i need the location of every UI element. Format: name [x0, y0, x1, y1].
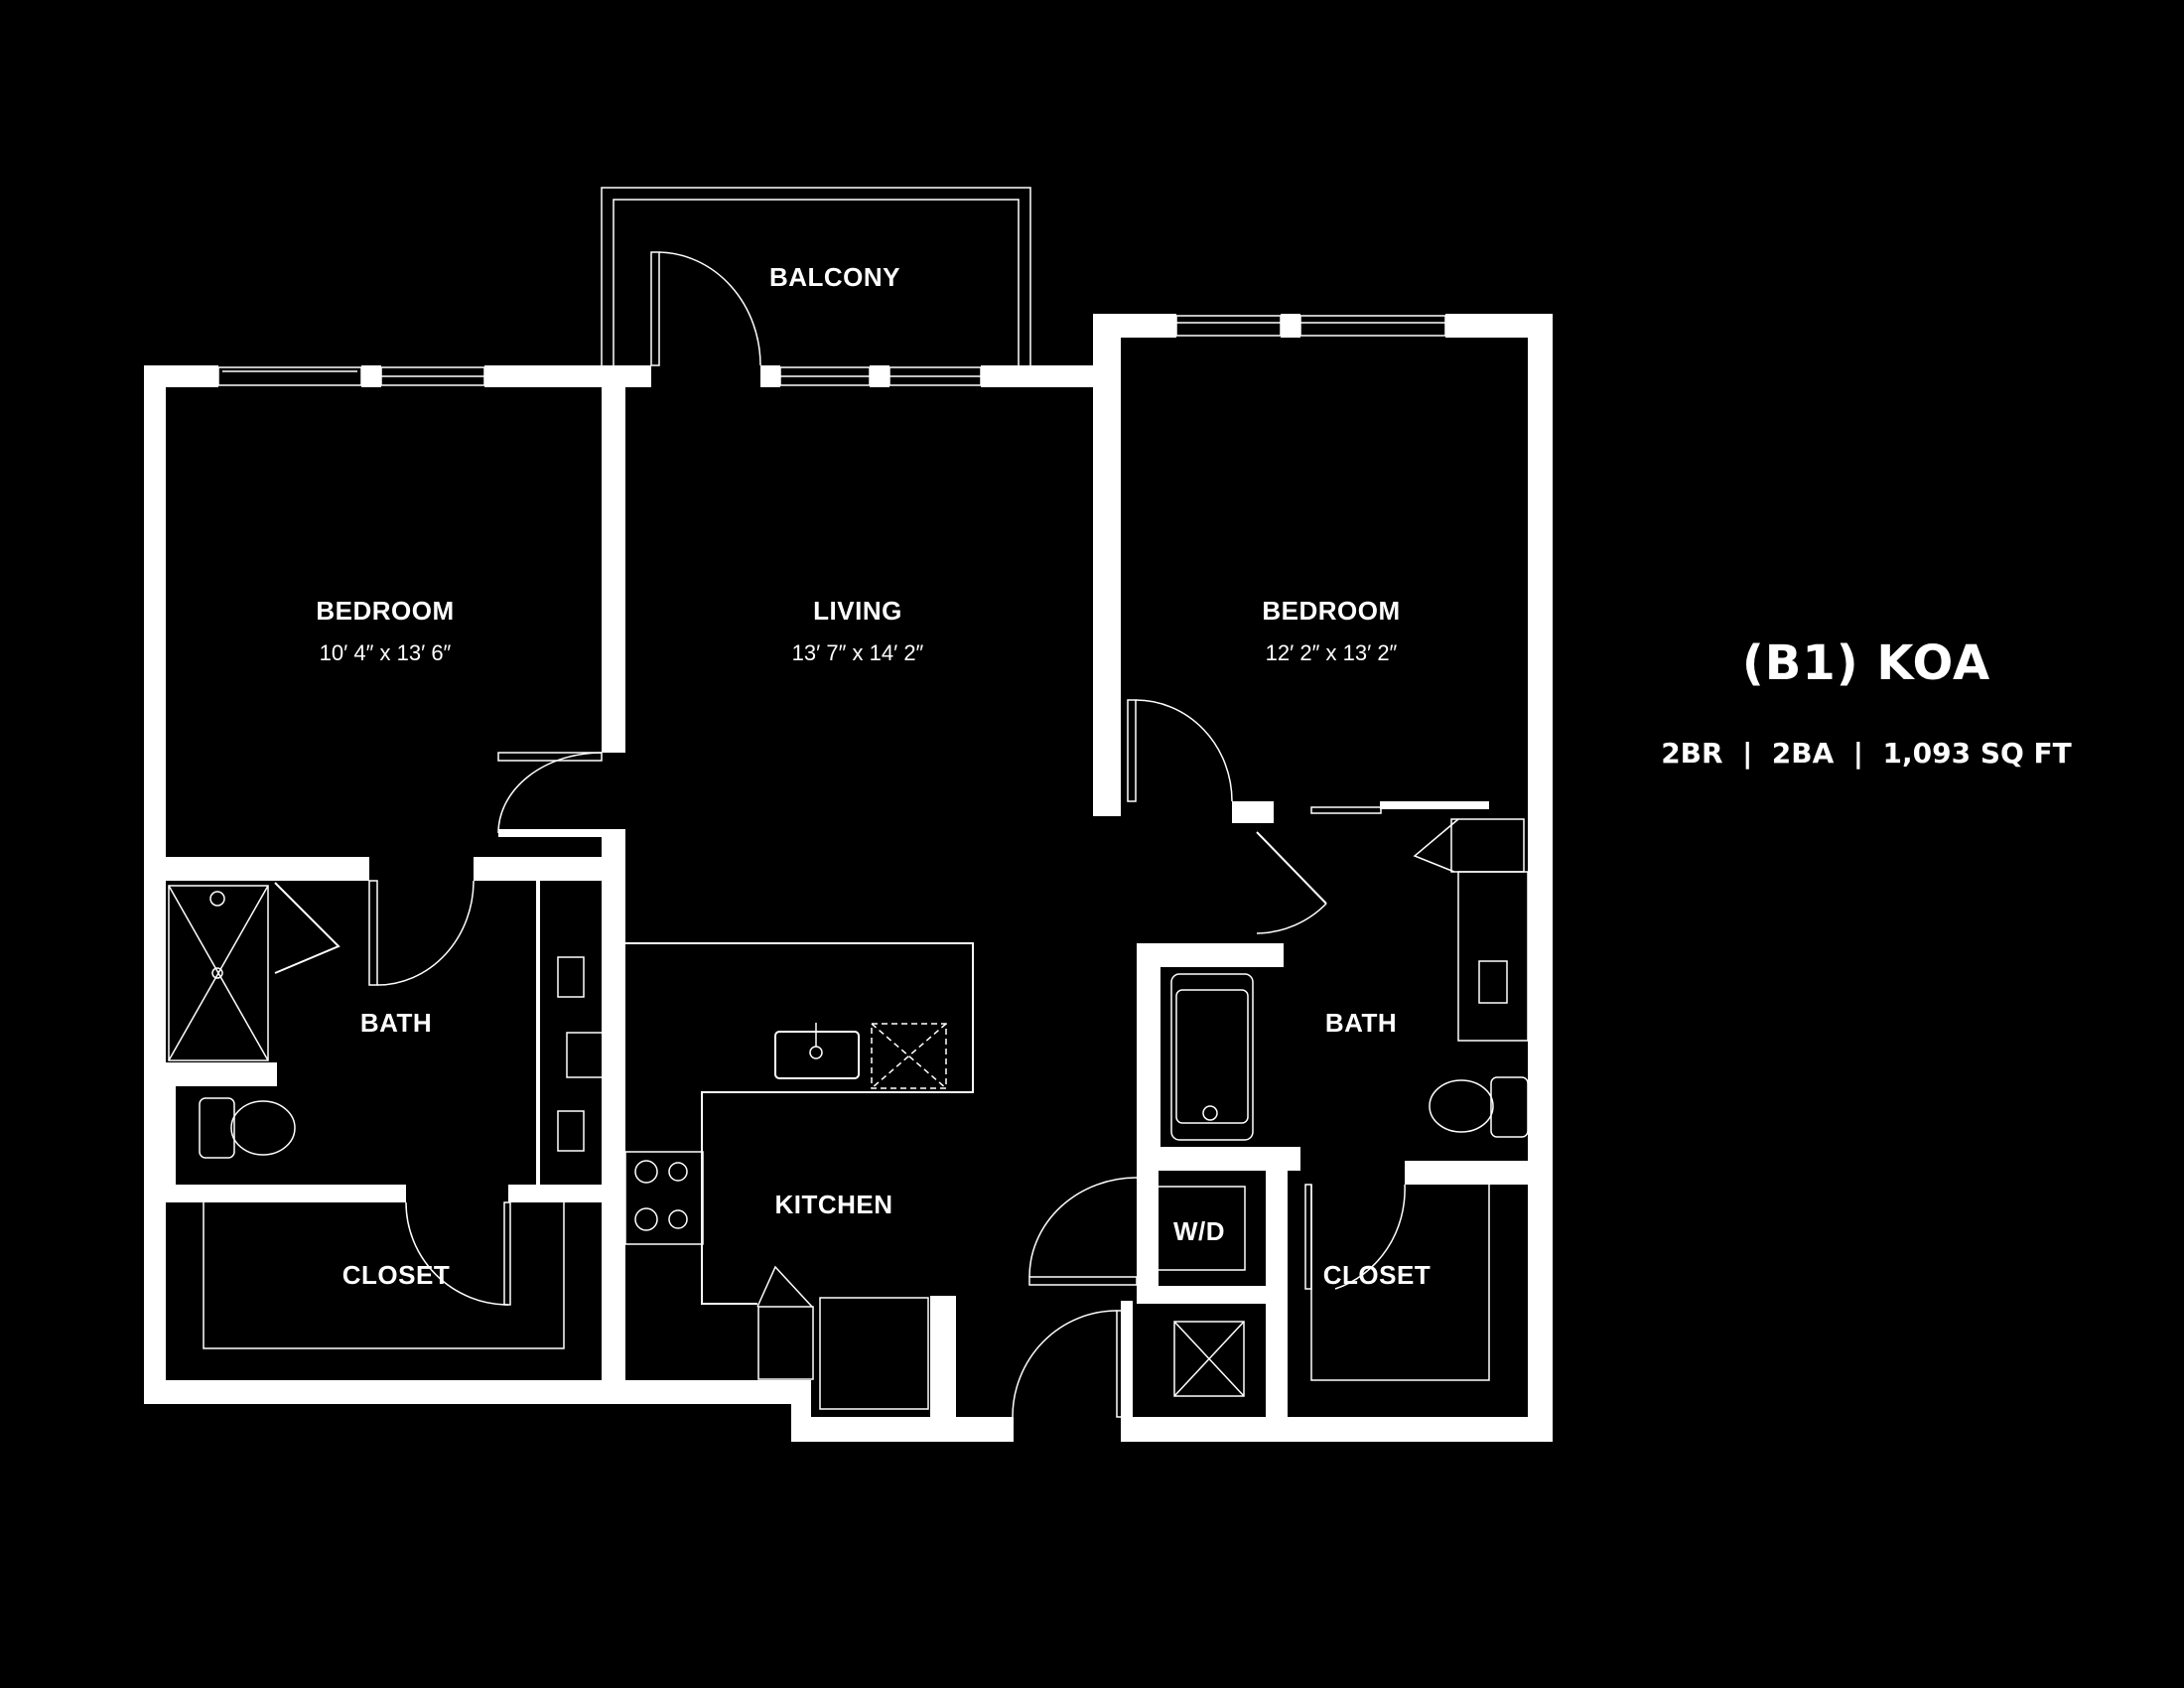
sink-icon	[557, 1110, 585, 1152]
door-swing-icon	[1135, 699, 1233, 802]
kitchen-fixtures	[624, 942, 974, 1410]
linen-cabinet-icon	[1450, 818, 1525, 873]
window	[217, 366, 362, 386]
kitchen-counter	[625, 942, 974, 1305]
bedroom-right-label: BEDROOM	[1262, 596, 1400, 626]
bath-right-label: BATH	[1325, 1008, 1397, 1038]
closet-right-label: CLOSET	[1323, 1260, 1431, 1290]
balcony-door[interactable]	[650, 251, 660, 366]
pantry-icon	[756, 1265, 814, 1380]
range-icon	[624, 1151, 704, 1245]
door-swing-icon	[1256, 903, 1327, 934]
bedroom-left-door[interactable]	[497, 752, 603, 762]
closet-left-door[interactable]	[503, 1201, 511, 1306]
bedroom-right-door[interactable]	[1127, 699, 1137, 802]
closet-right-door[interactable]	[1304, 1184, 1312, 1290]
sink-icon	[1478, 960, 1508, 1004]
vanity-icon	[557, 956, 604, 1152]
window	[1299, 315, 1446, 337]
bath-left-fixtures	[168, 882, 604, 1159]
interior-walls	[166, 387, 1528, 1419]
bedroom-right-dimensions: 12′ 2″ x 13′ 2″	[1266, 640, 1398, 665]
refrigerator-icon	[819, 1297, 929, 1410]
window	[1175, 315, 1282, 337]
shelf-icon	[566, 1032, 604, 1078]
bath-right-fixtures	[1170, 818, 1529, 1141]
balcony	[601, 187, 1031, 366]
bedroom-left-label: BEDROOM	[316, 596, 454, 626]
washer-dryer-icon	[1150, 1186, 1246, 1271]
door-swing-icon	[1028, 1177, 1138, 1278]
door-swing-icon	[1012, 1310, 1118, 1418]
unit-summary: 2BR | 2BA | 1,093 SQ FT	[1661, 737, 2072, 770]
door-swing-icon	[658, 251, 761, 366]
bath-right-door[interactable]	[1256, 831, 1327, 905]
laundry-label: W/D	[1173, 1216, 1225, 1246]
closet-left-label: CLOSET	[342, 1260, 450, 1290]
toilet-icon	[199, 1097, 296, 1159]
living-label: LIVING	[813, 596, 902, 626]
shower-icon	[168, 885, 269, 1061]
shower-door[interactable]	[274, 882, 341, 974]
sink-icon	[557, 956, 585, 998]
laundry	[1150, 1186, 1246, 1397]
kitchen-label: KITCHEN	[774, 1190, 892, 1219]
doors	[368, 699, 1490, 1418]
bath-left-label: BATH	[360, 1008, 432, 1038]
balcony-label: BALCONY	[769, 262, 900, 292]
door-swing-icon	[497, 752, 603, 834]
door-swing-icon	[376, 880, 475, 986]
room-labels: BALCONY BEDROOM 10′ 4″ x 13′ 6″ LIVING 1…	[316, 262, 1431, 1290]
dishwasher-icon	[871, 1023, 947, 1089]
living-dimensions: 13′ 7″ x 14′ 2″	[792, 640, 924, 665]
pocket-door[interactable]	[1310, 806, 1382, 814]
laundry-door[interactable]	[1028, 1276, 1138, 1286]
bathtub-icon	[1170, 973, 1254, 1141]
kitchen-sink-icon	[774, 1031, 860, 1079]
bath-left-door[interactable]	[368, 880, 378, 986]
unit-title: (B1) KOA	[1741, 635, 1991, 691]
door-swing-icon	[405, 1201, 509, 1306]
bedroom-left-dimensions: 10′ 4″ x 13′ 6″	[320, 640, 452, 665]
entry-door[interactable]	[1116, 1310, 1126, 1418]
mechanical-closet-icon	[1173, 1321, 1245, 1397]
door-swing-icon	[1334, 1184, 1406, 1290]
toilet-icon	[1429, 1076, 1529, 1138]
windows	[217, 315, 1446, 386]
exterior-walls	[144, 314, 1553, 1442]
vanity-icon	[1457, 871, 1529, 1042]
